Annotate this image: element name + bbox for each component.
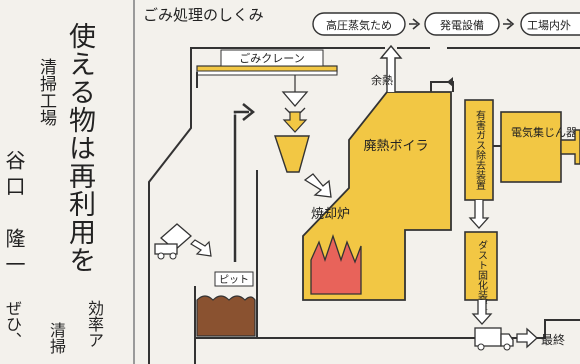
excess-heat: 余熱 — [371, 44, 403, 92]
dust-solidify-device — [464, 231, 498, 301]
body-text-fragment: ぜひ、 — [3, 300, 22, 348]
arrow-down-right-icon — [303, 173, 332, 198]
arrow-up-icon — [232, 113, 245, 262]
truck-wheel-icon — [503, 343, 511, 351]
pit-wall — [194, 170, 258, 339]
final-disposal: 最終 — [474, 327, 565, 351]
arrow-down-icon — [468, 200, 490, 229]
truck-wheel-icon — [477, 343, 485, 351]
flow-arrow-icon — [503, 18, 515, 30]
garbage-truck-icon — [154, 243, 178, 255]
final-label: 最終 — [541, 332, 565, 347]
truck-wheel-icon — [169, 252, 177, 260]
chimney-connector — [560, 129, 580, 165]
author-name: 谷口 隆一 — [2, 150, 26, 280]
flow-label-steam: 高圧蒸気ため — [326, 18, 392, 32]
arrow-down-icon — [471, 300, 493, 325]
arrow-right-icon — [447, 77, 453, 87]
excess-heat-label: 余熱 — [371, 73, 393, 87]
article-headline: 使える物は再利用を — [64, 22, 95, 274]
gas-removal-label: 有害ガス除去装置 — [474, 109, 486, 190]
excess-heat-text: 余熱 — [371, 73, 393, 87]
crane-label: ごみクレーン — [239, 51, 304, 65]
column-divider — [133, 0, 135, 364]
arrow-right-icon — [190, 239, 212, 257]
building-outline — [148, 47, 580, 364]
crane-label-box — [220, 49, 324, 67]
body-text-fragment: 清掃 — [47, 322, 66, 354]
pit-label-box — [214, 271, 254, 287]
author-affiliation: 清掃工場 — [36, 58, 56, 126]
crane: ごみクレーン — [196, 49, 338, 119]
pit-waste — [196, 295, 256, 337]
flow-label-plant: 工場内外 — [527, 18, 571, 32]
flow-box-plant — [520, 12, 580, 36]
dust-collector-label: 電気集じん器 — [511, 125, 577, 139]
flow-arrow-icon — [409, 18, 421, 30]
flow-box-steam — [312, 12, 406, 36]
pit-label: ピット — [219, 274, 249, 286]
waste-treatment-diagram: ごみ処理のしくみ 高圧蒸気ため 発電設備 工場内外 ごみクレーン 廃熱ボイラ 焼… — [143, 6, 580, 364]
hopper — [274, 135, 310, 173]
arrow-down-icon — [282, 111, 308, 133]
dust-solidify-label: ダスト固化装置 — [476, 240, 488, 310]
arrow-right-icon — [516, 327, 538, 349]
truck-icon — [500, 333, 514, 347]
crane-grab-icon — [281, 91, 309, 107]
garbage-truck-icon — [154, 223, 212, 260]
diagram-title: ごみ処理のしくみ — [143, 6, 264, 24]
incinerator-boiler — [302, 91, 452, 301]
gas-removal-device — [464, 99, 494, 201]
incinerator-label: 焼却炉 — [311, 207, 350, 222]
top-flow: 高圧蒸気ため 発電設備 工場内外 — [312, 12, 580, 36]
body-text-fragment: 効率ア — [85, 300, 104, 348]
truck-icon — [474, 327, 502, 347]
boiler-label: 廃熱ボイラ — [363, 138, 428, 154]
flow-label-power: 発電設備 — [440, 18, 484, 32]
crane-bar — [196, 70, 338, 76]
flow-box-power — [424, 12, 500, 36]
flame-icon — [310, 233, 362, 295]
pit: ピット — [194, 170, 258, 339]
truck-wheel-icon — [157, 252, 165, 260]
dust-collector — [500, 111, 562, 183]
arrow-up-icon — [379, 44, 403, 92]
arrow-up-icon — [233, 103, 256, 262]
